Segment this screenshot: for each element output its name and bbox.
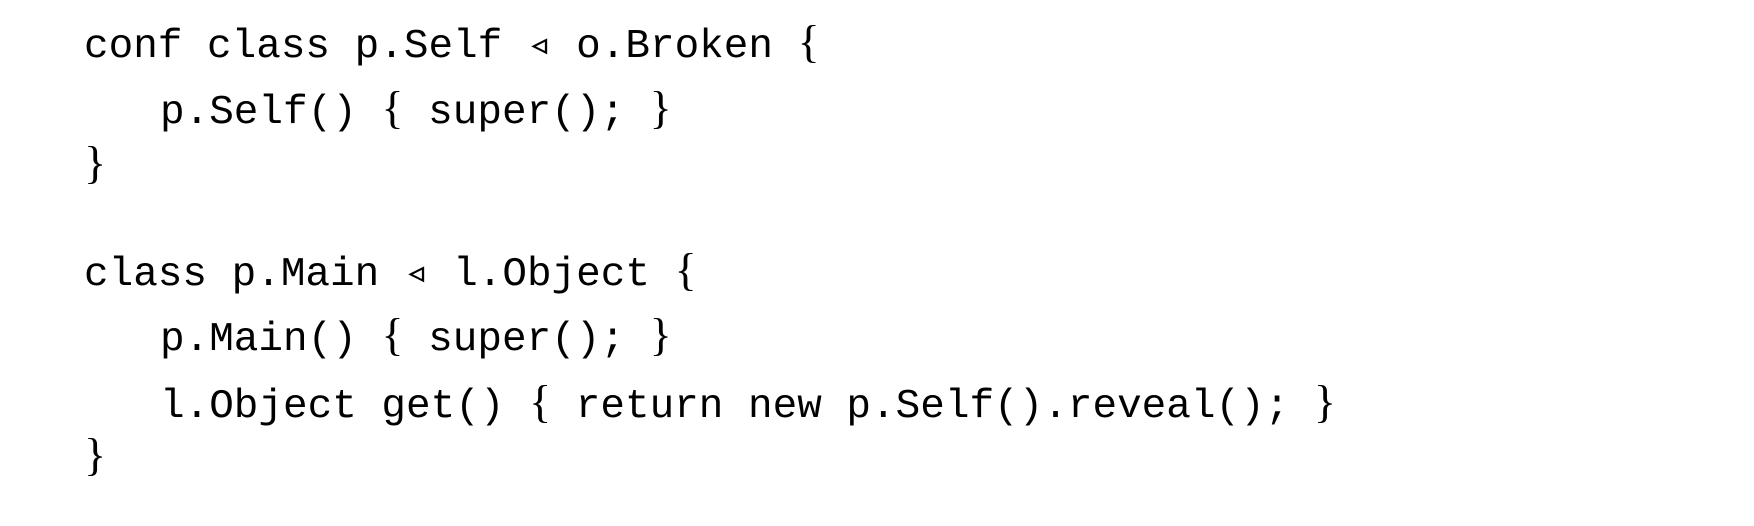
close-brace: } <box>1313 376 1337 427</box>
close-brace: } <box>649 309 672 360</box>
class-self-declaration: conf class p.Self ◃ o.Broken { <box>84 16 820 71</box>
code-body: super(); <box>428 317 625 363</box>
close-brace: } <box>649 82 672 133</box>
open-brace: { <box>797 16 820 67</box>
open-brace: { <box>381 309 404 360</box>
open-brace: { <box>529 376 552 427</box>
code-body: super(); <box>428 90 625 136</box>
close-brace: } <box>84 137 107 188</box>
open-brace: { <box>381 82 404 133</box>
code-text: p.Main() <box>160 317 357 363</box>
code-text: conf class p.Self ◃ o.Broken <box>84 24 773 70</box>
class-main-declaration: class p.Main ◃ l.Object { <box>84 244 697 299</box>
code-text: l.Object get() <box>160 384 505 430</box>
code-text: p.Self() <box>160 90 357 136</box>
class-main-end: } <box>84 431 106 479</box>
code-text: class p.Main ◃ l.Object <box>84 252 650 298</box>
self-constructor: p.Self() { super(); } <box>84 82 672 137</box>
main-get-method: l.Object get() { return new p.Self().rev… <box>84 376 1337 431</box>
open-brace: { <box>674 244 697 295</box>
code-body: return new p.Self().reveal(); <box>575 384 1290 430</box>
close-brace: } <box>84 429 107 480</box>
class-self-end: } <box>84 139 106 187</box>
main-constructor: p.Main() { super(); } <box>84 309 672 364</box>
